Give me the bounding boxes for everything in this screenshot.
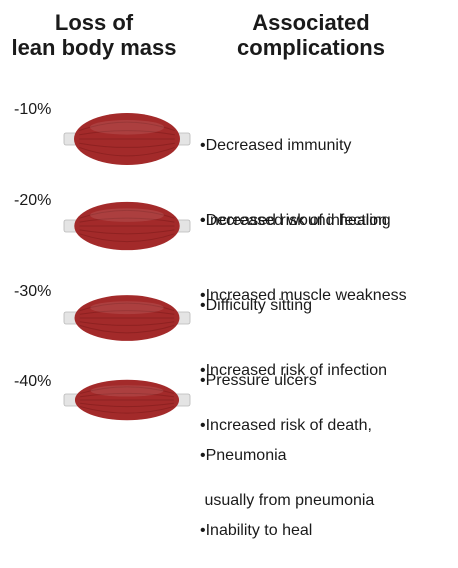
muscle-icon-30 xyxy=(62,290,192,346)
complication-item: •Increased risk of infection xyxy=(200,362,388,379)
complications-list-10: •Decreased immunity •Increased risk of i… xyxy=(200,83,387,258)
complications-heading: Associated complications xyxy=(206,10,416,60)
complications-list-40: •Increased risk of death, usually from p… xyxy=(200,363,374,538)
lean-body-mass-heading: Loss of lean body mass xyxy=(0,10,188,60)
complication-item: •Decreased immunity xyxy=(200,137,352,154)
complications-list-20: •Decreased wound healing •Increased musc… xyxy=(200,158,407,408)
complication-item: •Decreased wound healing xyxy=(200,212,391,229)
muscle-icon-20 xyxy=(62,198,192,254)
complication-item: usually from pneumonia xyxy=(200,492,375,509)
heading-right-line1: Associated xyxy=(252,10,370,35)
level-label-20: -20% xyxy=(14,192,52,209)
heading-left-line1: Loss of xyxy=(54,10,134,35)
complication-item: •Increased risk of death, xyxy=(200,417,372,434)
muscle-icon-10 xyxy=(62,111,192,167)
complication-item: •Increased risk of infection xyxy=(200,212,388,229)
complication-item: •Increased muscle weakness xyxy=(200,287,407,304)
level-label-10: -10% xyxy=(14,101,52,118)
complication-item: •Difficulty sitting xyxy=(200,297,313,314)
complication-item: •Pressure ulcers xyxy=(200,372,317,389)
heading-left-line2: lean body mass xyxy=(11,35,177,60)
heading-right-line2: complications xyxy=(237,35,385,60)
level-label-40: -40% xyxy=(14,373,52,390)
level-label-30: -30% xyxy=(14,283,52,300)
muscle-icon-40 xyxy=(62,372,192,428)
